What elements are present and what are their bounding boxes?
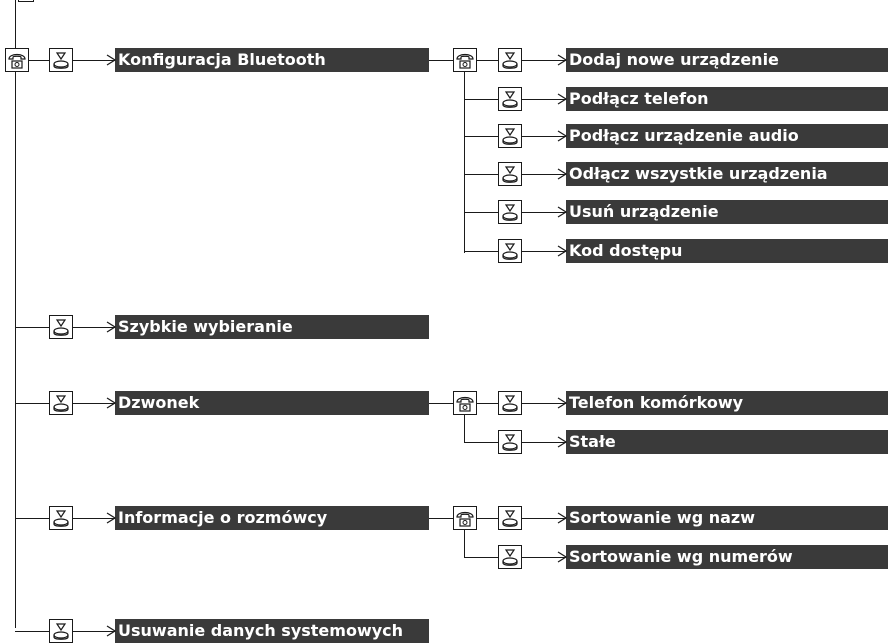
arrow-head-icon <box>557 397 567 409</box>
knob-icon <box>498 506 522 530</box>
arrow-head-icon <box>557 436 567 448</box>
arrow-connector <box>73 518 115 519</box>
arrow-head-icon <box>106 625 116 637</box>
menu-item-speed-dial: Szybkie wybieranie <box>115 315 429 339</box>
connector-line <box>477 403 498 404</box>
arrow-connector <box>73 327 115 328</box>
connector-line <box>429 403 453 404</box>
connector-line <box>29 60 49 61</box>
knob-icon <box>49 619 73 643</box>
knob-icon <box>49 48 73 72</box>
knob-icon <box>49 506 73 530</box>
arrow-head-icon <box>106 54 116 66</box>
connector-line <box>15 403 49 404</box>
connector-line <box>464 251 498 252</box>
arrow-head-icon <box>557 130 567 142</box>
connector-line <box>477 518 498 519</box>
connector-line <box>464 72 465 253</box>
knob-icon <box>498 391 522 415</box>
knob-icon <box>49 391 73 415</box>
menu-item-clear-data: Usuwanie danych systemowych <box>115 619 429 643</box>
arrow-connector <box>522 403 566 404</box>
phone-icon <box>453 391 477 415</box>
submenu-item: Sortowanie wg numerów <box>566 545 888 569</box>
knob-icon <box>498 545 522 569</box>
arrow-head-icon <box>557 168 567 180</box>
phone-icon <box>5 48 29 72</box>
phone-icon <box>453 48 477 72</box>
arrow-head-icon <box>106 397 116 409</box>
menu-item-caller-info: Informacje o rozmówcy <box>115 506 429 530</box>
connector-line <box>464 99 498 100</box>
arrow-connector <box>522 251 566 252</box>
submenu-item: Odłącz wszystkie urządzenia <box>566 162 888 186</box>
knob-icon <box>498 239 522 263</box>
arrow-connector <box>522 99 566 100</box>
arrow-head-icon <box>106 512 116 524</box>
arrow-connector <box>522 518 566 519</box>
connector-line <box>15 631 49 632</box>
arrow-connector <box>522 60 566 61</box>
arrow-connector <box>522 136 566 137</box>
arrow-head-icon <box>557 93 567 105</box>
arrow-connector <box>73 631 115 632</box>
submenu-item: Usuń urządzenie <box>566 200 888 224</box>
menu-item-bluetooth: Konfiguracja Bluetooth <box>115 48 429 72</box>
connector-line <box>464 442 498 443</box>
knob-icon <box>498 162 522 186</box>
arrow-connector <box>522 442 566 443</box>
knob-icon <box>498 200 522 224</box>
connector-line <box>15 327 49 328</box>
connector-line <box>464 557 498 558</box>
knob-icon <box>498 87 522 111</box>
knob-icon <box>498 124 522 148</box>
arrow-connector <box>73 60 115 61</box>
connector-line <box>429 518 453 519</box>
arrow-head-icon <box>557 206 567 218</box>
knob-icon <box>49 315 73 339</box>
arrow-head-icon <box>557 245 567 257</box>
menu-item-ringtone: Dzwonek <box>115 391 429 415</box>
submenu-item: Podłącz urządzenie audio <box>566 124 888 148</box>
connector-line <box>464 212 498 213</box>
submenu-item: Podłącz telefon <box>566 87 888 111</box>
arrow-head-icon <box>557 54 567 66</box>
submenu-item: Stałe <box>566 430 888 454</box>
knob-icon <box>498 48 522 72</box>
connector-line <box>464 530 465 557</box>
arrow-connector <box>522 174 566 175</box>
arrow-head-icon <box>557 551 567 563</box>
connector-line <box>464 415 465 442</box>
submenu-item: Sortowanie wg nazw <box>566 506 888 530</box>
connector-line <box>464 174 498 175</box>
submenu-item: Dodaj nowe urządzenie <box>566 48 888 72</box>
arrow-connector <box>522 212 566 213</box>
arrow-head-icon <box>106 321 116 333</box>
submenu-item: Kod dostępu <box>566 239 888 263</box>
arrow-connector <box>73 403 115 404</box>
connector-line <box>15 518 49 519</box>
connector-line <box>429 60 453 61</box>
submenu-item: Telefon komórkowy <box>566 391 888 415</box>
arrow-head-icon <box>557 512 567 524</box>
arrow-connector <box>522 557 566 558</box>
connector-line <box>477 60 498 61</box>
knob-icon <box>18 0 34 2</box>
connector-line <box>464 136 498 137</box>
trunk-line <box>15 0 16 628</box>
phone-icon <box>453 506 477 530</box>
knob-icon <box>498 430 522 454</box>
